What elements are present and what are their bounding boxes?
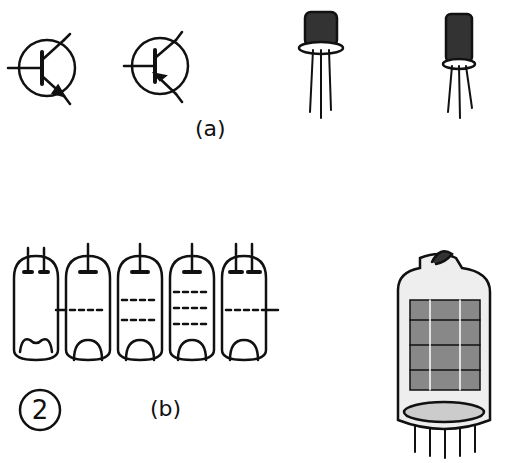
transistor-photo	[443, 14, 475, 118]
transistor-symbol	[124, 32, 188, 102]
tube-symbol	[56, 244, 110, 360]
tube-symbol	[222, 244, 278, 360]
tube-symbol	[14, 248, 58, 360]
transistor-photo	[299, 12, 343, 118]
transistor-symbol	[8, 34, 75, 104]
callout-number: 2	[32, 397, 49, 423]
tube-symbol	[118, 244, 162, 360]
part-label: (b)	[150, 398, 181, 420]
tube-photo	[398, 251, 490, 458]
tube-symbol	[170, 244, 214, 360]
part-label: (a)	[195, 118, 226, 140]
callout-circle: 2	[18, 388, 62, 432]
